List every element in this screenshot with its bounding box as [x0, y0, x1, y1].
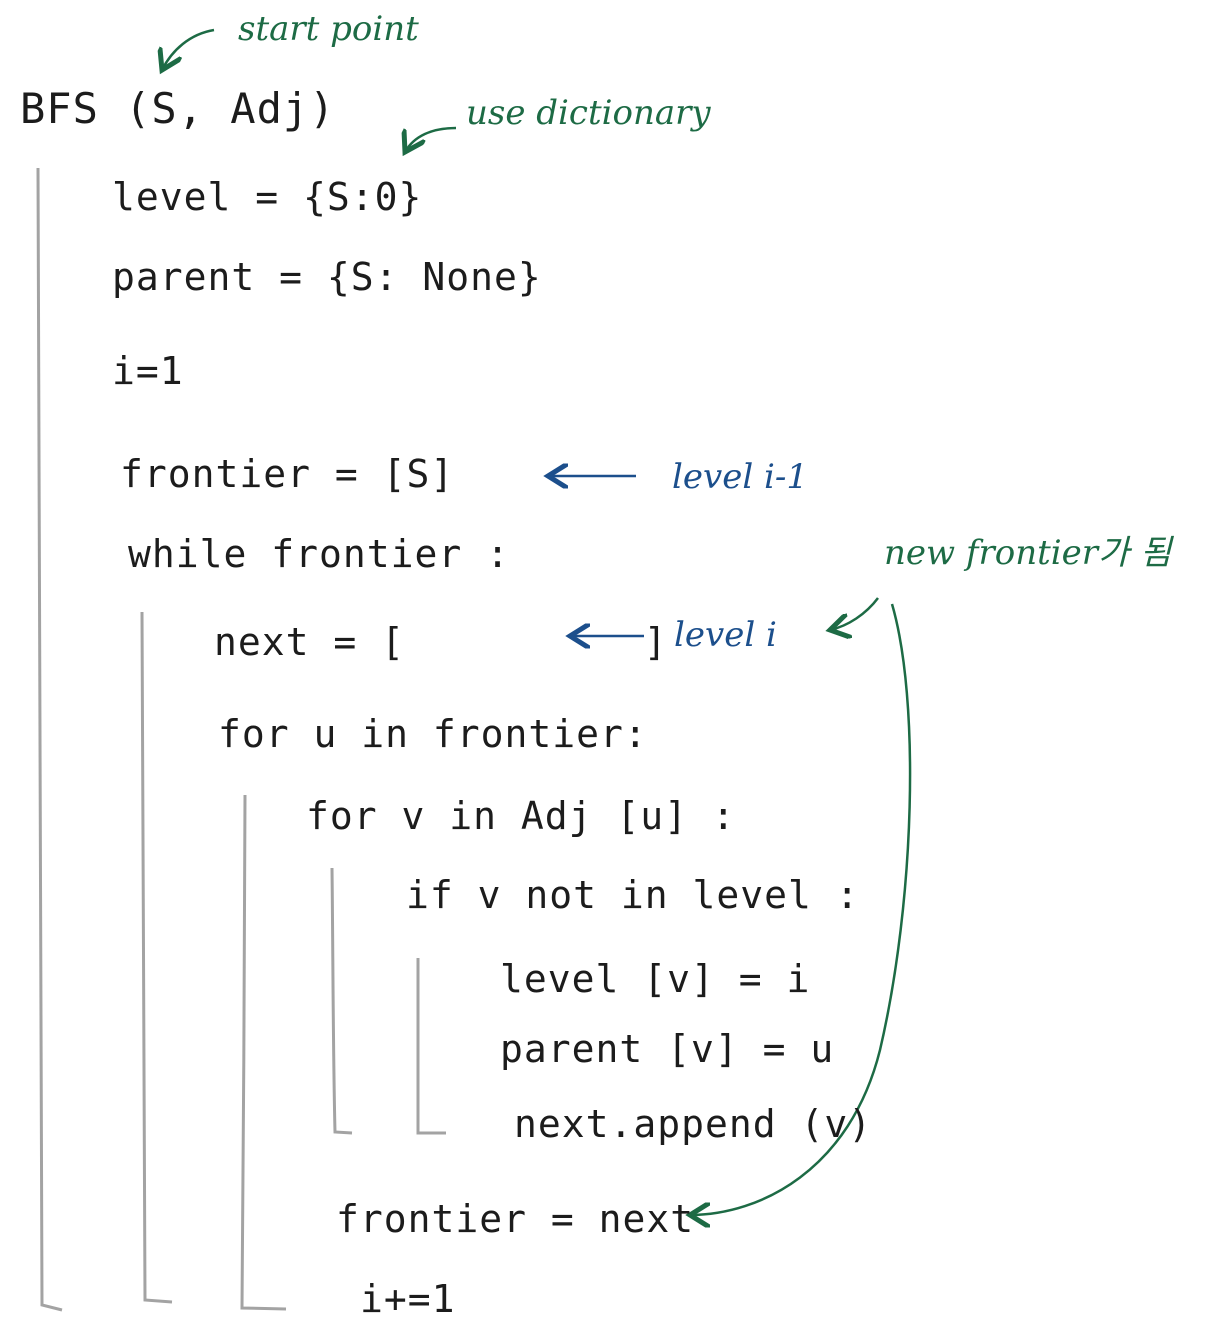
- new-frontier-arrow-long: [690, 603, 912, 1215]
- new-frontier-arrow-short: [830, 597, 879, 630]
- parent-assign-line: parent [v] = u: [500, 1027, 835, 1071]
- for-u-line: for u in frontier:: [218, 712, 648, 756]
- level-assign-line: level [v] = i: [500, 957, 811, 1001]
- level-prev-note: level i-1: [672, 457, 808, 497]
- level-curr-note: level i: [674, 615, 777, 655]
- parent-init-line: parent = {S: None}: [112, 255, 542, 299]
- for-v-body-bracket: [330, 867, 353, 1135]
- if-body-bracket: [416, 958, 446, 1135]
- new-frontier-note: new frontier가 됨: [884, 533, 1172, 573]
- bfs-signature: BFS (S, Adj): [20, 84, 336, 133]
- use-dictionary-arrow: [405, 126, 457, 152]
- while-line: while frontier :: [128, 532, 511, 576]
- while-body-bracket: [140, 611, 173, 1304]
- for-v-line: for v in Adj [u] :: [306, 794, 736, 838]
- frontier-assign-line: frontier = next: [336, 1197, 695, 1241]
- i-increment-line: i+=1: [360, 1277, 456, 1321]
- i-init-line: i=1: [112, 349, 184, 393]
- frontier-init-line: frontier = [S]: [120, 452, 455, 496]
- start-point-arrow: [162, 28, 215, 70]
- bfs-body-bracket: [36, 167, 63, 1312]
- if-line: if v not in level :: [406, 873, 860, 917]
- use-dictionary-note: use dictionary: [466, 93, 711, 133]
- level-init-line: level = {S:0}: [112, 175, 423, 219]
- start-point-note: start point: [238, 9, 419, 49]
- for-u-body-bracket: [240, 794, 287, 1311]
- next-init-line: next = [ ]: [214, 620, 668, 664]
- append-line: next.append (v): [514, 1102, 873, 1146]
